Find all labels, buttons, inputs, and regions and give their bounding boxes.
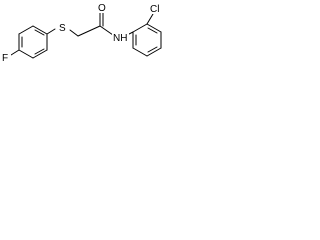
ring-a-bond-4 [32, 49, 48, 59]
oxygen-label: O [98, 3, 106, 14]
ring-a-bond-1 [18, 25, 34, 35]
chemical-structure-diagram: F S O NH Cl [2, 2, 164, 64]
ring-a-double-1 [34, 29, 45, 36]
ring-b-bond-5 [146, 23, 162, 33]
chlorine-label: Cl [150, 4, 159, 15]
ring-b-double-2 [147, 46, 158, 53]
sulfur-methylene-bond [69, 29, 79, 37]
carbonyl-nitrogen-bond [99, 25, 114, 36]
sulfur-label-bg [57, 21, 69, 33]
ring-b-bond-2 [132, 47, 148, 57]
methylene-carbonyl-bond [77, 25, 101, 37]
fluorine-bond [10, 49, 20, 56]
ring-b-bond-6 [132, 23, 148, 33]
ring-a-bond-2 [32, 25, 48, 35]
fluorophenyl-ring [18, 25, 48, 59]
ring-b-double-3 [147, 27, 158, 34]
ring-a-double-2 [34, 48, 45, 55]
fluorine-label-bg [2, 52, 11, 63]
fluorine-label: F [2, 53, 8, 64]
ring-b-bond-3 [146, 47, 162, 57]
ring-sulfur-bond [46, 28, 56, 35]
amide-nitrogen-label-bg [112, 32, 129, 43]
sulfur-label: S [59, 23, 66, 34]
oxygen-label-bg [97, 2, 106, 13]
chlorine-label-bg [150, 3, 164, 14]
ring-a-bond-5 [18, 49, 34, 59]
chlorophenyl-ring [132, 23, 162, 57]
amide-nitrogen-label: NH [113, 33, 127, 44]
chlorine-bond [146, 13, 154, 25]
